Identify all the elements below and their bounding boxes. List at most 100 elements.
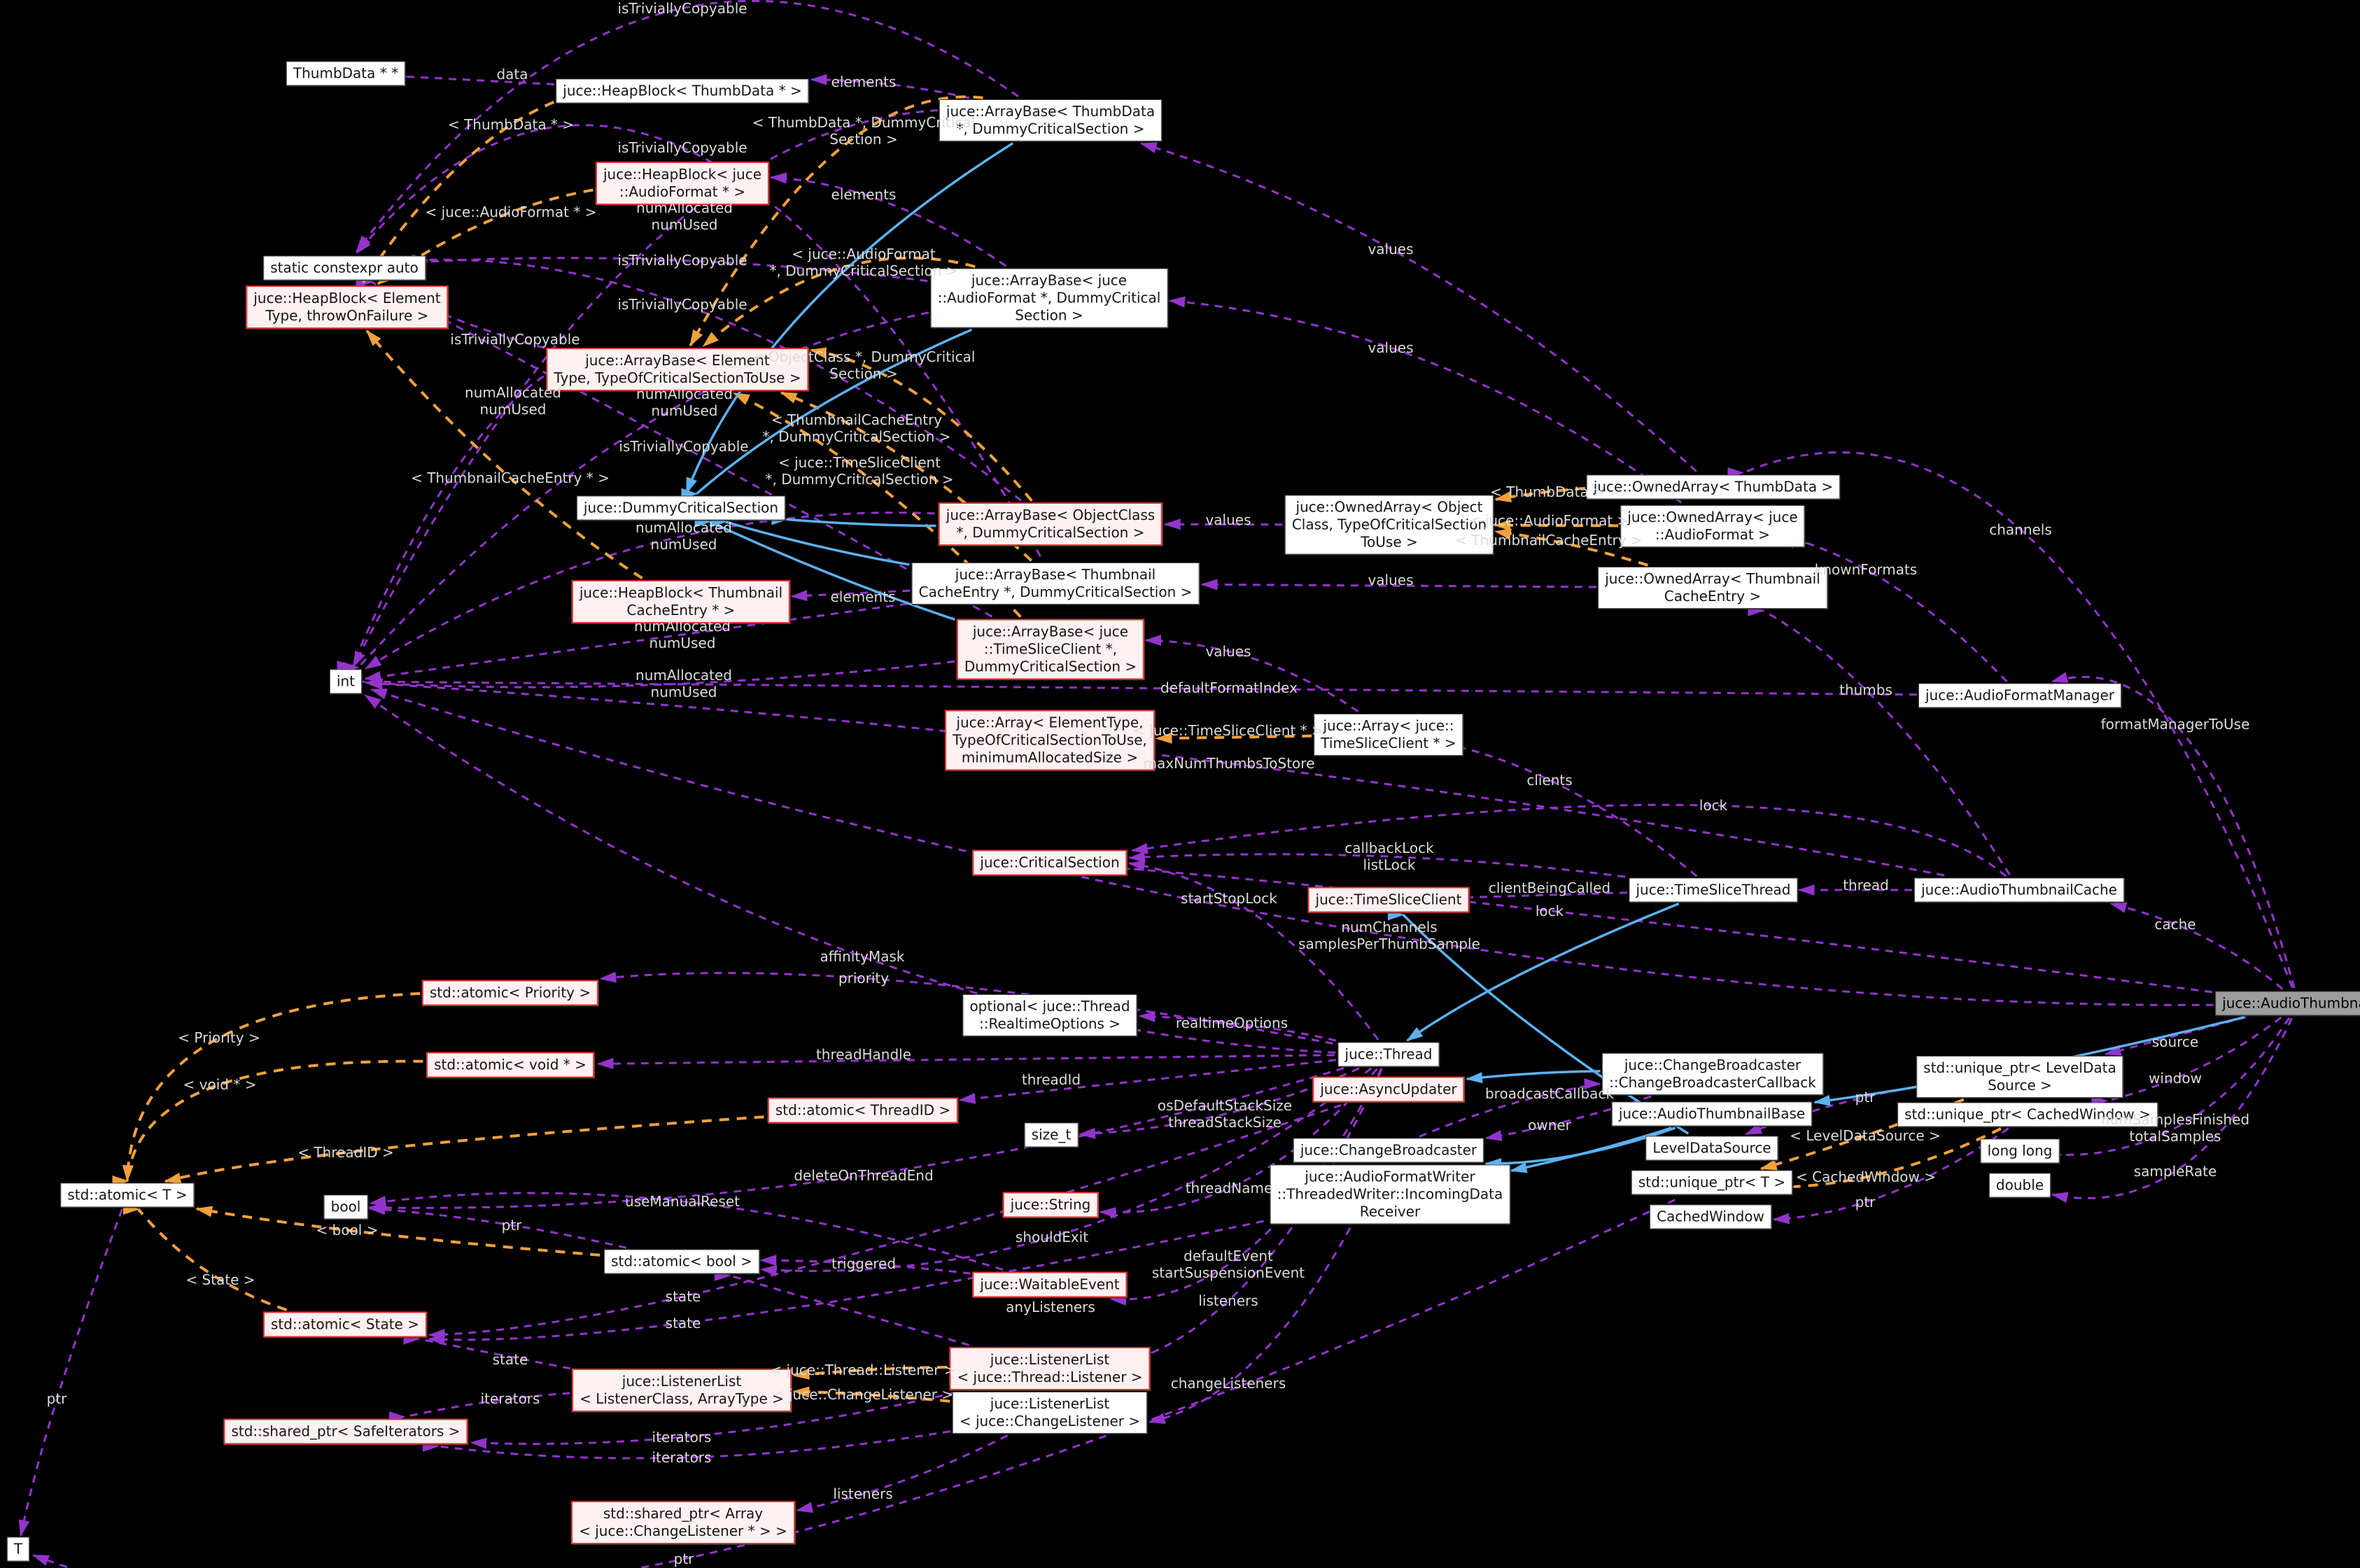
node-thread[interactable]: juce::Thread xyxy=(1337,1042,1440,1067)
edge-label: iterators xyxy=(652,1429,712,1446)
node-string[interactable]: juce::String xyxy=(1002,1192,1099,1218)
node-shared-ptr-array[interactable]: std::shared_ptr< Array < juce::ChangeLis… xyxy=(571,1501,795,1544)
node-changebroadcastercallback[interactable]: juce::ChangeBroadcaster ::ChangeBroadcas… xyxy=(1602,1053,1823,1095)
edge-label: state xyxy=(665,1288,701,1305)
edge-unique-ptr-t-to-t xyxy=(31,1199,1676,1568)
edge-changebroadcastercallback-to-asyncupdater xyxy=(1466,1070,1601,1084)
edge-label: ptr xyxy=(1855,1089,1876,1106)
node-audiothumbnail[interactable]: juce::AudioThumbnail xyxy=(2215,991,2360,1016)
node-leveldatasource[interactable]: LevelDataSource xyxy=(1645,1136,1778,1161)
node-dummycriticalsection[interactable]: juce::DummyCriticalSection xyxy=(576,495,786,521)
edge-label: elements xyxy=(830,588,896,605)
node-ownedarray-audioformat[interactable]: juce::OwnedArray< juce ::AudioFormat > xyxy=(1620,505,1805,547)
edge-label: < ThumbData *, DummyCritical Section > xyxy=(752,114,976,148)
node-audiothumbnailbase[interactable]: juce::AudioThumbnailBase xyxy=(1611,1101,1813,1126)
node-changebroadcaster[interactable]: juce::ChangeBroadcaster xyxy=(1293,1138,1484,1163)
edge-label: values xyxy=(1368,572,1414,588)
edge-label: < ThreadID > xyxy=(297,1144,394,1161)
edge-label: isTriviallyCopyable xyxy=(617,296,747,313)
edge-label: priority xyxy=(838,970,890,987)
edge-label: < Priority > xyxy=(178,1029,260,1046)
node-double[interactable]: double xyxy=(1988,1173,2051,1198)
node-atomic-bool[interactable]: std::atomic< bool > xyxy=(604,1249,759,1274)
node-waitableevent[interactable]: juce::WaitableEvent xyxy=(972,1271,1128,1298)
node-unique-ptr-cachedwindow[interactable]: std::unique_ptr< CachedWindow > xyxy=(1897,1102,2158,1127)
edge-arraybase-objectclass-to-static-constexpr-auto xyxy=(426,253,1023,502)
node-arraybase-element[interactable]: juce::ArrayBase< Element Type, TypeOfCri… xyxy=(546,348,809,391)
edge-waitableevent-to-atomic-bool xyxy=(759,1255,971,1275)
node-unique-ptr-leveldatasource[interactable]: std::unique_ptr< LevelData Source > xyxy=(1916,1056,2123,1098)
node-timesliceclient[interactable]: juce::TimeSliceClient xyxy=(1307,887,1470,913)
edge-audiothumbnail-to-unique-ptr-leveldatasource xyxy=(2104,1016,2247,1056)
node-atomic-priority[interactable]: std::atomic< Priority > xyxy=(421,980,599,1006)
edge-audioformatmanager-to-int xyxy=(363,676,1917,696)
edge-unique-ptr-cachedwindow-to-cachedwindow xyxy=(1772,1127,2009,1224)
edge-label: ptr xyxy=(501,1217,522,1234)
node-thumbdata-ptr-ptr[interactable]: ThumbData * * xyxy=(286,61,406,86)
edge-label: < juce::AudioFormat * > xyxy=(425,204,597,220)
node-heapblock-element[interactable]: juce::HeapBlock< Element Type, throwOnFa… xyxy=(246,285,449,329)
node-asyncupdater[interactable]: juce::AsyncUpdater xyxy=(1312,1076,1465,1103)
node-listenerlist-generic[interactable]: juce::ListenerList < ListenerClass, Arra… xyxy=(572,1369,792,1412)
node-unique-ptr-t[interactable]: std::unique_ptr< T > xyxy=(1631,1170,1793,1195)
node-heapblock-thumbnailcacheentry[interactable]: juce::HeapBlock< Thumbnail CacheEntry * … xyxy=(571,580,791,623)
node-incomingdatareceiver[interactable]: juce::AudioFormatWriter ::ThreadedWriter… xyxy=(1270,1164,1510,1224)
node-cachedwindow[interactable]: CachedWindow xyxy=(1650,1204,1771,1229)
node-int[interactable]: int xyxy=(329,669,363,694)
edge-label: < juce::Thread::Listener > xyxy=(770,1362,956,1378)
node-criticalsection[interactable]: juce::CriticalSection xyxy=(972,849,1128,876)
edge-label: numAllocated numUsed xyxy=(635,667,732,700)
node-array-timesliceclient[interactable]: juce::Array< juce:: TimeSliceClient * > xyxy=(1314,714,1463,756)
edge-audiothumbnailcache-to-ownedarray-thumbnailcacheentry xyxy=(1762,609,2011,876)
edge-ownedarray-thumbdata-to-ownedarray-objectclass xyxy=(1494,486,1586,503)
edge-atomic-t-to-t xyxy=(18,1208,123,1537)
edge-label: numAllocated numUsed xyxy=(636,199,733,233)
edge-listenerlist-changelistener-to-shared-ptr-array xyxy=(795,1434,1009,1513)
node-atomic-state[interactable]: std::atomic< State > xyxy=(263,1311,427,1338)
node-bool[interactable]: bool xyxy=(323,1194,368,1220)
node-size-t[interactable]: size_t xyxy=(1024,1122,1079,1147)
node-arraybase-timesliceclient[interactable]: juce::ArrayBase< juce ::TimeSliceClient … xyxy=(956,619,1145,680)
edge-label: startStopLock xyxy=(1181,890,1277,907)
edge-label: < juce::AudioFormat > xyxy=(1468,512,1629,529)
node-optional-realtimeoptions[interactable]: optional< juce::Thread ::RealtimeOptions… xyxy=(962,994,1137,1036)
edge-ownedarray-thumbdata-to-arraybase-thumbdata xyxy=(1139,142,1697,472)
node-atomic-voidptr[interactable]: std::atomic< void * > xyxy=(426,1052,594,1078)
node-listenerlist-changelistener[interactable]: juce::ListenerList < juce::ChangeListene… xyxy=(952,1392,1148,1434)
node-atomic-t[interactable]: std::atomic< T > xyxy=(60,1182,195,1208)
node-shared-ptr-safeiterators[interactable]: std::shared_ptr< SafeIterators > xyxy=(223,1418,468,1445)
edge-label: realtimeOptions xyxy=(1175,1015,1288,1031)
node-ownedarray-objectclass[interactable]: juce::OwnedArray< Object Class, TypeOfCr… xyxy=(1284,495,1494,555)
edge-thread-to-criticalsection xyxy=(1128,860,1379,1040)
node-audiothumbnailcache[interactable]: juce::AudioThumbnailCache xyxy=(1914,877,2124,903)
node-long-long[interactable]: long long xyxy=(1980,1138,2060,1164)
edge-thread-to-int xyxy=(364,694,1336,1054)
edge-label: ptr xyxy=(46,1390,67,1407)
edge-label: < ThumbnailCacheEntry > xyxy=(1455,532,1643,549)
edge-listenerlist-threadlistener-to-shared-ptr-safeiterators xyxy=(470,1391,957,1449)
node-ownedarray-thumbdata[interactable]: juce::OwnedArray< ThumbData > xyxy=(1586,474,1841,500)
node-arraybase-audioformat[interactable]: juce::ArrayBase< juce ::AudioFormat *, D… xyxy=(930,268,1168,328)
edge-thread-to-bool xyxy=(367,1067,1344,1214)
edge-label: numAllocated numUsed xyxy=(635,519,732,553)
node-static-constexpr-auto[interactable]: static constexpr auto xyxy=(263,255,426,281)
node-array-elementtype[interactable]: juce::Array< ElementType, TypeOfCritical… xyxy=(945,709,1155,771)
node-arraybase-objectclass[interactable]: juce::ArrayBase< ObjectClass *, DummyCri… xyxy=(938,502,1163,546)
node-atomic-threadid[interactable]: std::atomic< ThreadID > xyxy=(767,1097,959,1124)
node-listenerlist-threadlistener[interactable]: juce::ListenerList < juce::Thread::Liste… xyxy=(949,1347,1151,1390)
node-arraybase-thumbnailcacheentry[interactable]: juce::ArrayBase< Thumbnail CacheEntry *,… xyxy=(911,563,1200,605)
node-timeslicethread[interactable]: juce::TimeSliceThread xyxy=(1629,877,1798,903)
node-ownedarray-thumbnailcacheentry[interactable]: juce::OwnedArray< Thumbnail CacheEntry > xyxy=(1598,567,1827,609)
node-audioformatmanager[interactable]: juce::AudioFormatManager xyxy=(1918,683,2121,708)
node-arraybase-thumbdata[interactable]: juce::ArrayBase< ThumbData *, DummyCriti… xyxy=(939,99,1163,141)
edge-label: threadName xyxy=(1185,1180,1273,1196)
node-heapblock-thumbdata[interactable]: juce::HeapBlock< ThumbData * > xyxy=(556,78,809,104)
edge-audioformatmanager-to-ownedarray-audioformat xyxy=(1806,542,2008,683)
edge-changebroadcastercallback-to-changebroadcaster xyxy=(1484,1095,1652,1141)
edge-label: numAllocated numUsed xyxy=(634,618,731,651)
edge-label: data xyxy=(496,66,528,83)
node-t[interactable]: T xyxy=(6,1537,30,1562)
node-heapblock-audioformat[interactable]: juce::HeapBlock< juce ::AudioFormat * > xyxy=(595,162,770,205)
edge-audiothumbnail-to-audioformatmanager xyxy=(2051,672,2296,989)
